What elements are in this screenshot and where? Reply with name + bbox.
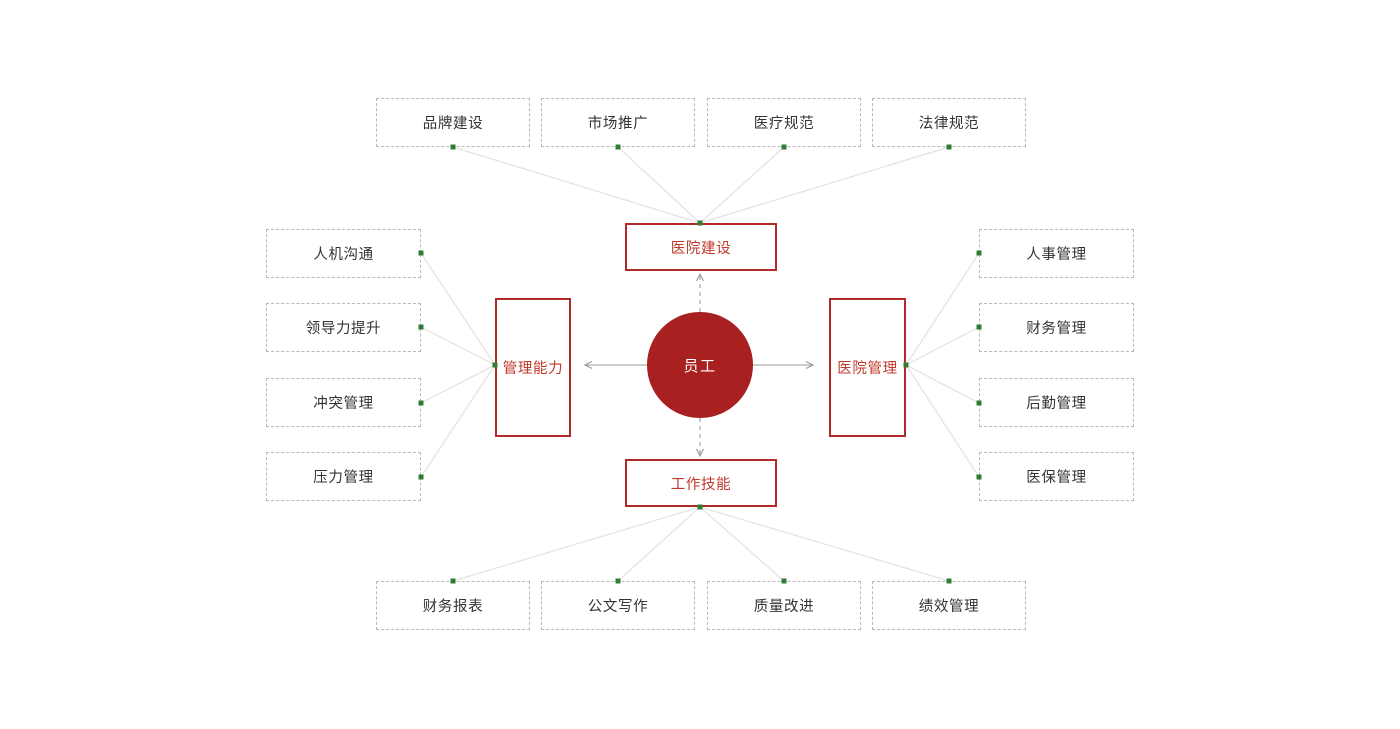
leaf-node-label: 绩效管理 <box>918 599 980 615</box>
connector-dot-hospital-management <box>903 362 909 368</box>
connector-dot-market-promotion <box>615 144 621 150</box>
leaf-node-label: 人机沟通 <box>313 247 374 263</box>
connector-dot-official-writing <box>615 578 621 584</box>
leaf-node-label: 冲突管理 <box>313 396 374 412</box>
leaf-node-label: 医疗规范 <box>753 116 815 132</box>
branch-node-hospital-construction[interactable]: 医院建设 <box>625 223 777 271</box>
leaf-node-label: 质量改进 <box>753 599 815 615</box>
connector-dot-stress-management <box>418 474 424 480</box>
branch-node-work-skills[interactable]: 工作技能 <box>625 459 777 507</box>
leaf-node-label: 财务报表 <box>422 599 484 615</box>
connector-stress-management <box>420 364 496 478</box>
leaf-node-label: 品牌建设 <box>422 116 484 132</box>
leaf-node-label: 市场推广 <box>587 116 649 132</box>
leaf-connector-lines <box>420 146 980 582</box>
connector-dot-legal-standards <box>946 144 952 150</box>
connector-conflict-management <box>420 364 496 404</box>
connector-dot-personnel-management <box>976 250 982 256</box>
connector-dot-logistics-management <box>976 400 982 406</box>
branch-node-label: 工作技能 <box>670 476 732 493</box>
connector-dot-human-machine-comm <box>418 250 424 256</box>
leaf-node-label: 公文写作 <box>587 599 649 615</box>
connector-market-promotion <box>617 146 701 224</box>
leaf-node-insurance-management[interactable]: 医保管理 <box>979 452 1134 501</box>
leaf-node-performance-management[interactable]: 绩效管理 <box>872 581 1026 630</box>
leaf-node-human-machine-comm[interactable]: 人机沟通 <box>266 229 421 278</box>
connector-dot-performance-management <box>946 578 952 584</box>
leaf-node-official-writing[interactable]: 公文写作 <box>541 581 695 630</box>
hub-node-employee[interactable]: 员工 <box>647 312 753 418</box>
leaf-node-quality-improvement[interactable]: 质量改进 <box>707 581 861 630</box>
branch-node-label: 管理能力 <box>502 361 564 377</box>
leaf-node-legal-standards[interactable]: 法律规范 <box>872 98 1026 147</box>
connector-financial-statements <box>452 506 701 582</box>
connector-dot-conflict-management <box>418 400 424 406</box>
leaf-node-personnel-management[interactable]: 人事管理 <box>979 229 1134 278</box>
leaf-node-financial-statements[interactable]: 财务报表 <box>376 581 530 630</box>
connector-quality-improvement <box>699 506 785 582</box>
connector-medical-standards <box>699 146 785 224</box>
connector-insurance-management <box>905 364 980 478</box>
connector-dot-medical-standards <box>781 144 787 150</box>
connector-dot-brand-building <box>450 144 456 150</box>
connector-dot-finance-management <box>976 324 982 330</box>
leaf-node-brand-building[interactable]: 品牌建设 <box>376 98 530 147</box>
branch-node-hospital-management[interactable]: 医院管理 <box>829 298 906 437</box>
branch-node-label: 医院建设 <box>670 240 732 257</box>
connector-dot-financial-statements <box>450 578 456 584</box>
leaf-node-label: 医保管理 <box>1026 470 1087 486</box>
connector-personnel-management <box>905 252 980 366</box>
connector-dot-work-skills <box>697 504 703 510</box>
connector-dot-hospital-construction <box>697 220 703 226</box>
leaf-node-label: 财务管理 <box>1026 321 1087 337</box>
connector-brand-building <box>452 146 701 224</box>
leaf-node-label: 法律规范 <box>918 116 980 132</box>
hub-arrows <box>586 275 812 455</box>
connector-performance-management <box>699 506 950 582</box>
connector-human-machine-comm <box>420 252 496 366</box>
branch-node-management-ability[interactable]: 管理能力 <box>495 298 571 437</box>
leaf-node-stress-management[interactable]: 压力管理 <box>266 452 421 501</box>
leaf-node-logistics-management[interactable]: 后勤管理 <box>979 378 1134 427</box>
connector-dot-quality-improvement <box>781 578 787 584</box>
leaf-node-label: 人事管理 <box>1026 247 1087 263</box>
leaf-node-leadership-improve[interactable]: 领导力提升 <box>266 303 421 352</box>
leaf-node-label: 领导力提升 <box>305 321 382 337</box>
connector-logistics-management <box>905 364 980 404</box>
connector-legal-standards <box>699 146 950 224</box>
connector-dot-leadership-improve <box>418 324 424 330</box>
branch-node-label: 医院管理 <box>837 361 898 377</box>
connector-finance-management <box>905 326 980 366</box>
leaf-node-label: 压力管理 <box>313 470 374 486</box>
connector-leadership-improve <box>420 326 496 366</box>
leaf-node-market-promotion[interactable]: 市场推广 <box>541 98 695 147</box>
leaf-node-label: 后勤管理 <box>1026 396 1087 412</box>
connector-dot-insurance-management <box>976 474 982 480</box>
leaf-node-conflict-management[interactable]: 冲突管理 <box>266 378 421 427</box>
leaf-node-medical-standards[interactable]: 医疗规范 <box>707 98 861 147</box>
leaf-node-finance-management[interactable]: 财务管理 <box>979 303 1134 352</box>
connector-official-writing <box>617 506 701 582</box>
connector-dot-management-ability <box>492 362 498 368</box>
hub-label: 员工 <box>683 357 717 375</box>
